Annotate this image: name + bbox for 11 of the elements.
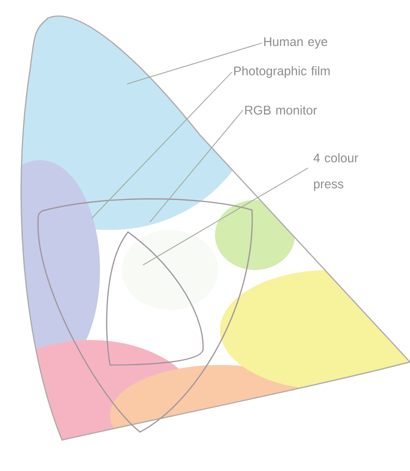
leader-line [150,110,244,222]
gamut-outline [106,231,204,366]
label: Photographic film [234,66,330,78]
chromaticity-diagram [20,16,410,441]
label: 4 colour press [313,153,358,191]
leader-line [126,42,262,84]
gamut-outline [37,198,253,433]
leader-line [92,72,232,218]
label: Human eye [264,37,328,49]
leader-line [142,168,308,266]
label: RGB monitor [245,105,317,115]
